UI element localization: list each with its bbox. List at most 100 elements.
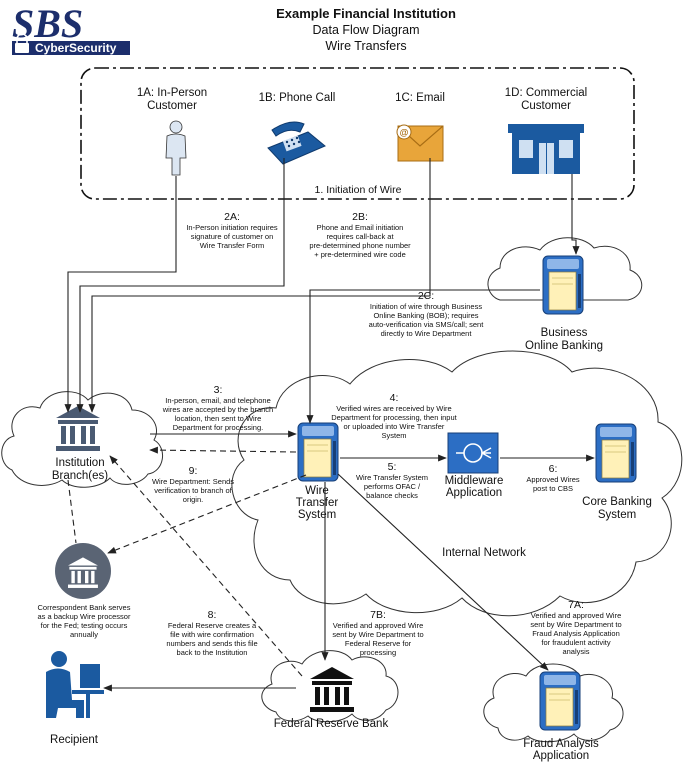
step-5-line: performs OFAC / bbox=[364, 482, 421, 491]
step-7a-line: Fraud Analysis Application bbox=[532, 629, 620, 638]
step-3: 3: In-person, email, and telephone wires… bbox=[162, 384, 273, 432]
sbs-logo: SBS CyberSecurity bbox=[12, 1, 130, 55]
step-7b-line: Verified and approved Wire bbox=[333, 621, 423, 630]
step-8-line: numbers and sends this file bbox=[166, 639, 257, 648]
storefront-icon bbox=[508, 124, 584, 174]
step-7b-num: 7B: bbox=[370, 609, 386, 621]
step-3-line: Department for processing. bbox=[173, 423, 263, 432]
flow-1a-to-branch bbox=[64, 176, 177, 413]
lock-icon bbox=[15, 33, 29, 53]
step-2c-line: auto-verification via SMS/call; sent bbox=[369, 320, 485, 329]
step-9-num: 9: bbox=[189, 465, 198, 477]
step-4: 4: Verified wires are received by Wire D… bbox=[331, 392, 457, 440]
logo-subtitle: CyberSecurity bbox=[35, 41, 117, 55]
step-2a-line: In-Person initiation requires bbox=[186, 223, 278, 232]
step-4-line: System bbox=[381, 431, 406, 440]
internal-network-cloud bbox=[231, 350, 683, 617]
step-2b-line: Phone and Email initiation bbox=[317, 223, 404, 232]
wts-server-icon bbox=[297, 422, 339, 482]
step-7a-num: 7A: bbox=[568, 599, 584, 611]
step-6-num: 6: bbox=[549, 463, 558, 475]
flow-wts-to-branch bbox=[149, 446, 297, 454]
step-2c-line: Initiation of wire through Business bbox=[370, 302, 482, 311]
fraud-label-line2: Application bbox=[533, 750, 589, 762]
branch-label-line2: Branch(es) bbox=[52, 470, 108, 482]
flow-1b-to-branch bbox=[76, 158, 285, 413]
step-7a: 7A: Verified and approved Wire sent by W… bbox=[530, 599, 621, 656]
page-subtitle-2: Wire Transfers bbox=[325, 39, 406, 53]
logo-text: SBS bbox=[12, 1, 83, 46]
step-5-line: balance checks bbox=[366, 491, 418, 500]
step-2a: 2A: In-Person initiation requires signat… bbox=[186, 211, 278, 250]
source-1b-label: 1B: Phone Call bbox=[259, 92, 336, 104]
email-icon: @ bbox=[396, 124, 444, 162]
svg-text:@: @ bbox=[400, 128, 409, 138]
cbs-server-icon bbox=[595, 423, 637, 483]
step-4-line: Verified wires are received by Wire bbox=[336, 404, 451, 413]
flow-1c-to-branch bbox=[88, 158, 431, 413]
step-7a-line: sent by Wire Department to bbox=[530, 620, 621, 629]
bob-label: Business bbox=[541, 327, 588, 339]
source-1a-label: 1A: In-Person bbox=[137, 87, 207, 99]
step-8-line: Federal Reserve creates a bbox=[168, 621, 257, 630]
step-2c: 2C: Initiation of wire through Business … bbox=[369, 290, 485, 338]
person-icon bbox=[165, 120, 187, 176]
cbs-label-line2: System bbox=[598, 509, 636, 521]
initiation-group-box bbox=[80, 67, 635, 200]
step-8: 8: Federal Reserve creates a file with w… bbox=[166, 609, 257, 657]
step-2a-num: 2A: bbox=[224, 211, 240, 223]
fed-cloud bbox=[261, 650, 399, 723]
step-7a-line: for fraudulent activity bbox=[541, 638, 610, 647]
internal-network-label: Internal Network bbox=[442, 547, 526, 559]
source-1d-label-line2: Customer bbox=[521, 100, 571, 112]
correspondent-label-line2: as a backup Wire processor bbox=[38, 612, 131, 621]
flow-1d-to-bob bbox=[571, 174, 580, 255]
step-3-line: In-person, email, and telephone bbox=[165, 396, 271, 405]
flow-fed-to-branch bbox=[109, 455, 303, 677]
step-8-num: 8: bbox=[208, 609, 217, 621]
wts-label: Wire bbox=[305, 485, 329, 497]
step-3-num: 3: bbox=[214, 384, 223, 396]
bob-label-line2: Online Banking bbox=[525, 340, 603, 352]
bob-server-icon bbox=[542, 255, 584, 315]
step-6: 6: Approved Wires post to CBS bbox=[526, 463, 580, 493]
step-9-line: origin. bbox=[183, 495, 203, 504]
step-2c-line: Online Banking (BOB); requires bbox=[373, 311, 478, 320]
source-1d-label: 1D: Commercial bbox=[505, 87, 587, 99]
source-1c-label: 1C: Email bbox=[395, 92, 445, 104]
step-8-line: back to the Institution bbox=[177, 648, 248, 657]
middleware-icon bbox=[447, 432, 499, 474]
phone-icon bbox=[267, 121, 326, 165]
fraud-server-icon bbox=[539, 671, 581, 731]
step-7b-line: Federal Reserve for bbox=[345, 639, 412, 648]
middleware-label: Middleware bbox=[445, 475, 504, 487]
step-2b-line: + pre-determined wire code bbox=[314, 250, 406, 259]
flow-wts-to-fraud bbox=[337, 473, 549, 671]
step-3-line: wires are accepted by the branch bbox=[162, 405, 273, 414]
step-7a-line: Verified and approved Wire bbox=[531, 611, 621, 620]
cbs-label: Core Banking bbox=[582, 496, 652, 508]
correspondent-label: Correspondent Bank serves bbox=[38, 603, 131, 612]
step-2b: 2B: Phone and Email initiation requires … bbox=[309, 211, 411, 259]
step-9-line: Wire Department: Sends bbox=[152, 477, 234, 486]
step-7a-line: analysis bbox=[562, 647, 589, 656]
fed-label: Federal Reserve Bank bbox=[274, 718, 389, 730]
step-2a-line: Wire Transfer Form bbox=[200, 241, 265, 250]
step-2b-line: pre-determined phone number bbox=[309, 241, 411, 250]
fraud-label: Fraud Analysis bbox=[523, 738, 599, 750]
step-7b: 7B: Verified and approved Wire sent by W… bbox=[332, 609, 423, 657]
middleware-label-line2: Application bbox=[446, 487, 502, 499]
wts-label-line2: Transfer bbox=[296, 497, 339, 509]
step-2b-num: 2B: bbox=[352, 211, 368, 223]
recipient-label: Recipient bbox=[50, 734, 99, 746]
branch-label: Institution bbox=[55, 457, 104, 469]
correspondent-label-line3: for the Fed; testing occurs bbox=[41, 621, 128, 630]
step-9-line: verification to branch of bbox=[154, 486, 232, 495]
flow-bob-to-wts bbox=[306, 289, 540, 424]
correspondent-bank-icon bbox=[55, 543, 111, 599]
step-8-line: file with wire confirmation bbox=[170, 630, 254, 639]
step-4-line: Department for processing, then input bbox=[331, 413, 457, 422]
step-3-line: location, then sent to Wire bbox=[175, 414, 262, 423]
